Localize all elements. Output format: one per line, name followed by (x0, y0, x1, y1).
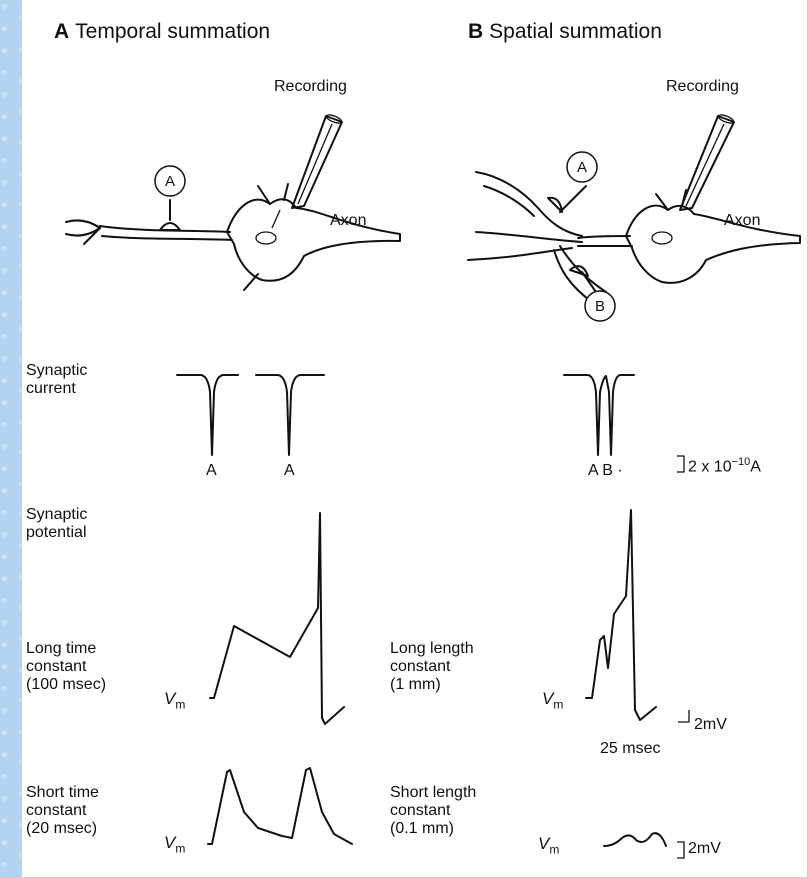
long-time-constant-label: Long time constant (100 msec) (26, 640, 106, 694)
current-mark-a1: A (206, 462, 217, 480)
voltage-scale-bar-short (677, 842, 684, 858)
soma-b (626, 206, 800, 283)
short-time-constant-label: Short time constant (20 msec) (26, 784, 99, 838)
nucleus-b (652, 232, 672, 244)
potential-short-a (208, 768, 352, 844)
potential-short-b (604, 833, 666, 846)
current-trace-a1 (177, 375, 238, 455)
soma-a (227, 199, 400, 281)
potential-long-a (210, 513, 344, 724)
synapse-a-label: A (165, 173, 175, 190)
vm-label-long-a: Vm (164, 689, 185, 712)
vm-label-short-a: Vm (164, 833, 185, 856)
voltage-scale-label-short: 2mV (688, 840, 721, 858)
current-scale-label: 2 x 10−10A (688, 456, 761, 476)
short-length-constant-label: Short length constant (0.1 mm) (390, 784, 476, 838)
voltage-scale-bar-long (678, 710, 689, 722)
diagram-drawing: A A (22, 0, 807, 877)
current-trace-b (564, 375, 634, 455)
current-trace-a2 (256, 375, 324, 455)
axon-label-a: Axon (330, 212, 366, 230)
synapse-b-a-label: A (577, 159, 587, 176)
current-scale-bar (677, 456, 684, 472)
vm-label-long-b: Vm (542, 689, 563, 712)
dendrite-b-upper (476, 172, 582, 236)
nucleus-a (256, 232, 276, 244)
dendrite-a-bottom (102, 236, 232, 240)
synapse-b-b-label: B (595, 298, 605, 315)
recording-label-a: Recording (274, 78, 347, 96)
synaptic-current-label: Synaptic current (26, 362, 87, 398)
recording-electrode-b (680, 116, 734, 210)
current-mark-a2: A (284, 462, 295, 480)
recording-electrode-a (292, 116, 342, 208)
synaptic-potential-label: Synaptic potential (26, 506, 87, 542)
long-length-constant-label: Long length constant (1 mm) (390, 640, 474, 694)
recording-label-b: Recording (666, 78, 739, 96)
neuron-a: A (66, 113, 400, 290)
potential-long-b (586, 510, 656, 720)
synapse-terminal-a (160, 223, 180, 230)
axon-label-b: Axon (724, 212, 760, 230)
time-scale-label: 25 msec (600, 740, 660, 758)
synapse-terminal-b-a (548, 198, 562, 212)
current-marks-b: A B · (588, 462, 623, 480)
vm-label-short-b: Vm (538, 834, 559, 857)
dendrite-b-mid (476, 232, 582, 242)
voltage-scale-label-long: 2mV (694, 716, 727, 734)
